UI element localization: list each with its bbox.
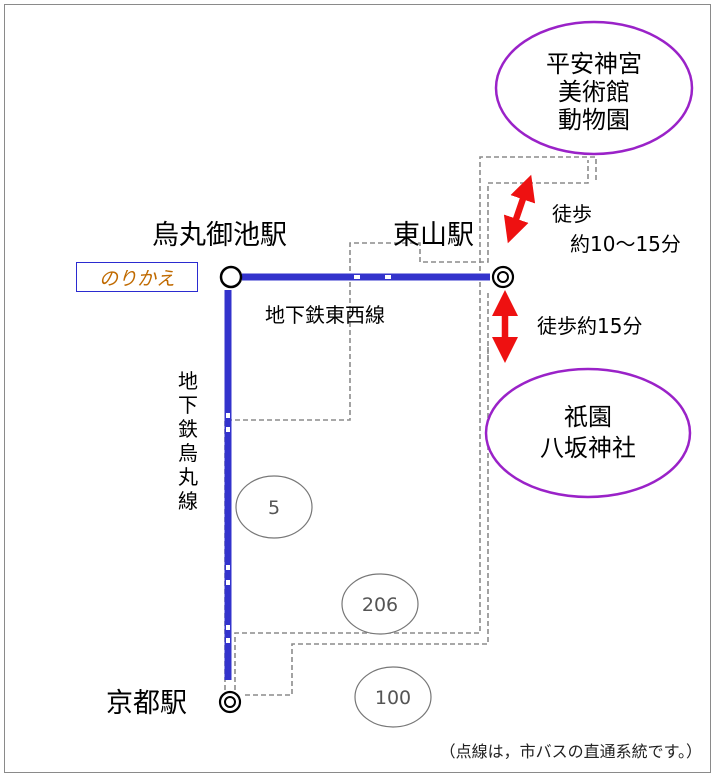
walk-heian-label-2: 約10〜15分 [570,232,681,256]
karasuma-line-label: 地下鉄烏丸線 [178,369,198,513]
bus-route-5-badge: 5 [235,475,313,539]
heian-line-3: 動物園 [558,106,630,134]
bus-route-100 [245,290,489,696]
legend-note: （点線は，市バスの直通系統です。） [440,742,702,761]
gion-destination[interactable] [484,367,692,499]
gion-line-1: 祇園 [564,403,612,431]
tozai-line-label: 地下鉄東西線 [265,303,385,327]
bus-route-206 [234,156,597,690]
bus-route-206-badge: 206 [341,573,419,635]
heian-destination[interactable] [494,20,694,156]
bus-route-5 [224,160,589,690]
gion-line-2: 八坂神社 [540,434,636,462]
svg-text:100: 100 [375,687,411,709]
heian-line-1: 平安神宮 [546,50,642,78]
higashiyama-station-marker[interactable] [491,265,515,289]
higashiyama-station-label: 東山駅 [393,220,474,251]
svg-text:5: 5 [268,497,280,519]
bus-route-100-badge: 100 [354,666,432,728]
karasuma-oike-station-label: 烏丸御池駅 [152,220,287,251]
walk-heian-label-1: 徒歩 [552,202,592,226]
heian-line-2: 美術館 [558,78,630,106]
kyoto-station-marker[interactable] [218,690,242,714]
karasuma-oike-station-marker[interactable] [219,265,243,289]
transfer-label: のりかえ [98,267,175,290]
walk-arrow-heian-icon [503,174,536,244]
walk-gion-label: 徒歩約15分 [537,314,642,338]
svg-text:206: 206 [362,594,398,616]
kyoto-station-label: 京都駅 [106,688,187,719]
transfer-badge: のりかえ [76,262,198,292]
map-frame [4,4,711,773]
